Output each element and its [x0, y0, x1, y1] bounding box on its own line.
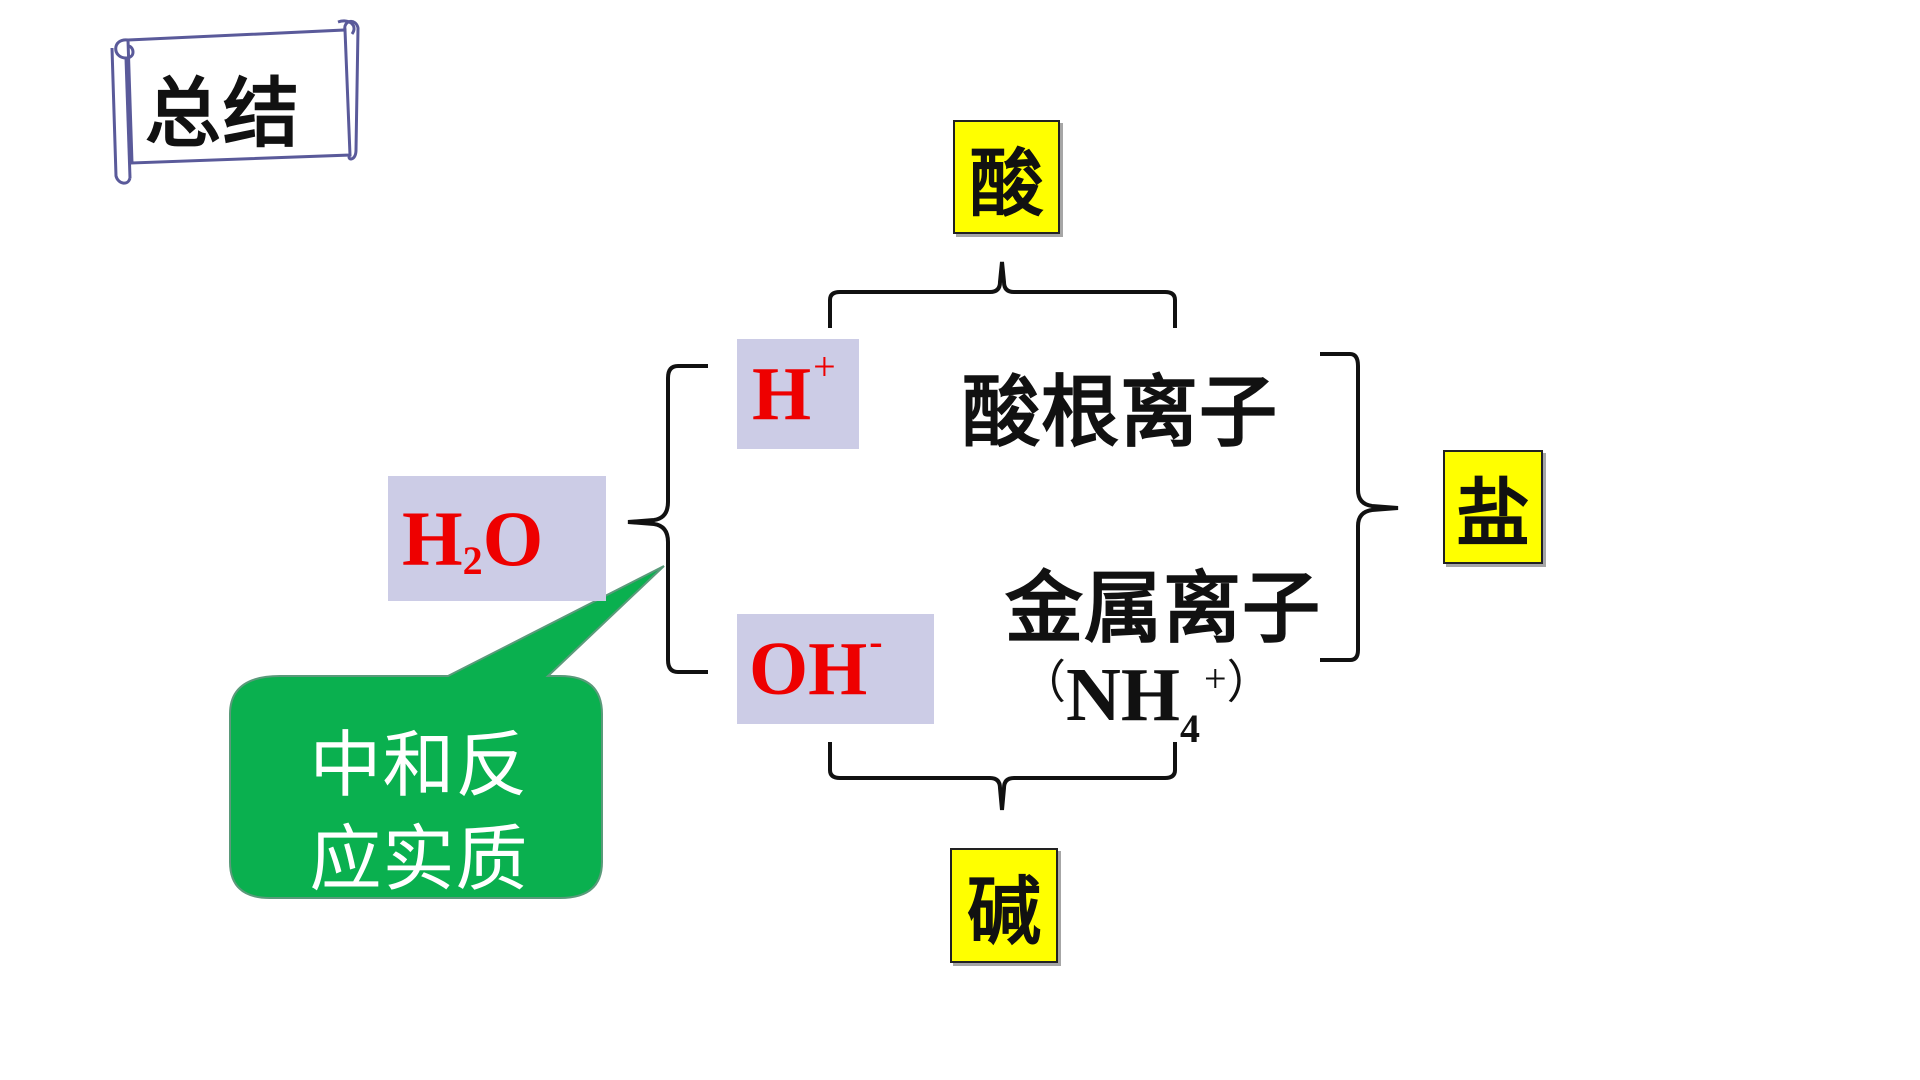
ammonium-subscript: 4 [1180, 706, 1200, 751]
water-subscript: 2 [462, 538, 483, 583]
ammonium-open-paren: （ [1020, 655, 1066, 709]
callout-text: 中和反 应实质 [234, 718, 604, 906]
callout-bubble [229, 565, 665, 899]
callout-line-1: 中和反 [309, 723, 529, 807]
page-title: 总结 [145, 69, 301, 158]
base-box: 碱 [950, 848, 1058, 963]
water-brace [627, 364, 708, 674]
acid-brace [828, 261, 1177, 328]
hydroxide-charge: - [869, 618, 883, 664]
metal-ion-label: 金属离子 [1005, 564, 1322, 654]
ammonium-symbol: NH [1066, 653, 1180, 737]
base-brace [828, 742, 1177, 811]
acid-box: 酸 [953, 120, 1060, 234]
hydrogen-symbol: H [752, 351, 812, 436]
salt-brace [1320, 352, 1399, 662]
ammonium-charge: + [1204, 656, 1227, 701]
hydroxide-ion-box: OH- [737, 614, 934, 724]
hydroxide-symbol: OH [749, 626, 868, 711]
acid-radical-label: 酸根离子 [962, 368, 1279, 458]
salt-box: 盐 [1443, 450, 1543, 564]
hydrogen-ion-box: H+ [737, 339, 859, 449]
water-h: H [402, 494, 463, 582]
scroll-banner [110, 19, 360, 185]
ammonium-close-paren: ） [1226, 655, 1273, 709]
hydrogen-charge: + [813, 343, 836, 389]
ammonium-label: （NH4+） [1020, 652, 1273, 751]
water-o: O [482, 494, 544, 582]
callout-line-2: 应实质 [309, 817, 529, 901]
